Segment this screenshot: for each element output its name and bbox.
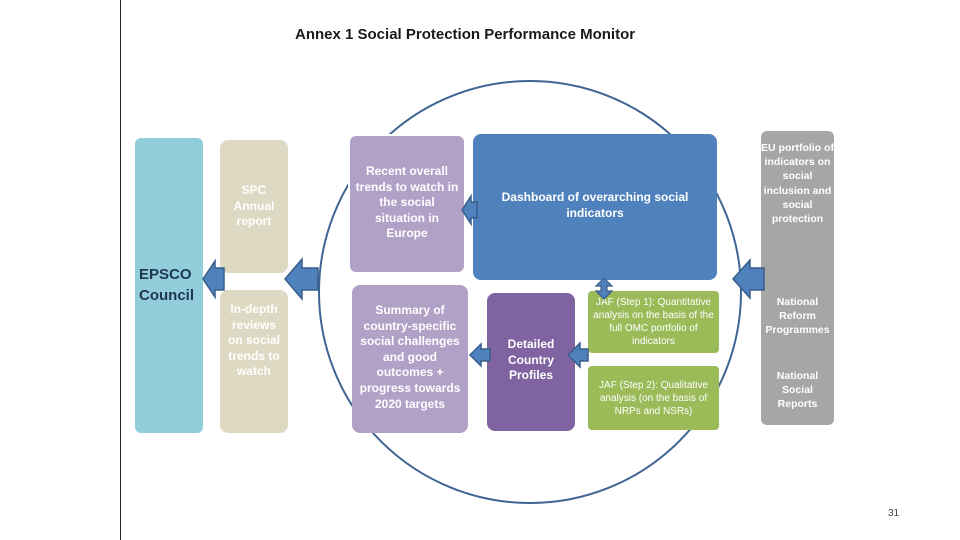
spc-annual-report-box: SPC Annual report <box>220 140 288 273</box>
arrow-dashboard-jaf-vertical <box>594 277 614 300</box>
jaf-step1-label: JAF (Step 1): Quantitative analysis on t… <box>593 297 714 347</box>
country-summary-box: Summary of country-specific social chall… <box>352 285 468 433</box>
detailed-country-profiles-label: Detailed Country Profiles <box>507 337 555 383</box>
national-social-reports-label: National Social Reports <box>776 370 819 411</box>
arrow-detailed-to-summary <box>468 342 491 368</box>
detailed-country-profiles-box: Detailed Country Profiles <box>487 293 575 431</box>
arrow-to-spc <box>284 256 319 302</box>
arrow-to-epsco <box>202 258 225 300</box>
in-depth-reviews-label: In-depth reviews on social trends to wat… <box>227 302 280 379</box>
jaf-step2-label: JAF (Step 2): Qualitative analysis (on t… <box>599 379 708 417</box>
in-depth-reviews-box: In-depth reviews on social trends to wat… <box>220 290 288 433</box>
eu-portfolio-label: EU portfolio of indicators on social inc… <box>761 142 834 225</box>
page-number: 31 <box>888 508 900 519</box>
recent-trends-label: Recent overall trends to watch in the so… <box>355 164 459 241</box>
arrow-jaf-to-detailed <box>566 341 589 369</box>
left-divider-line <box>120 0 121 540</box>
country-summary-label: Summary of country-specific social chall… <box>359 303 461 411</box>
epsco-council-label: EPSCO Council <box>139 266 194 304</box>
data-sources-box: EU portfolio of indicators on social inc… <box>761 131 834 425</box>
arrow-sources-to-jaf <box>731 258 765 300</box>
spc-annual-report-label: SPC Annual report <box>233 183 275 229</box>
epsco-council-box: EPSCO Council <box>135 138 203 433</box>
process-circle <box>318 80 742 504</box>
arrow-dashboard-to-recent <box>461 193 478 227</box>
dashboard-label: Dashboard of overarching social indicato… <box>501 190 689 220</box>
jaf-step1-box: JAF (Step 1): Quantitative analysis on t… <box>588 291 719 353</box>
jaf-step2-box: JAF (Step 2): Qualitative analysis (on t… <box>588 366 719 430</box>
page-title: Annex 1 Social Protection Performance Mo… <box>295 26 636 43</box>
dashboard-box: Dashboard of overarching social indicato… <box>473 134 717 280</box>
recent-trends-box: Recent overall trends to watch in the so… <box>348 134 466 274</box>
national-reform-programmes-label: National Reform Programmes <box>765 296 830 337</box>
